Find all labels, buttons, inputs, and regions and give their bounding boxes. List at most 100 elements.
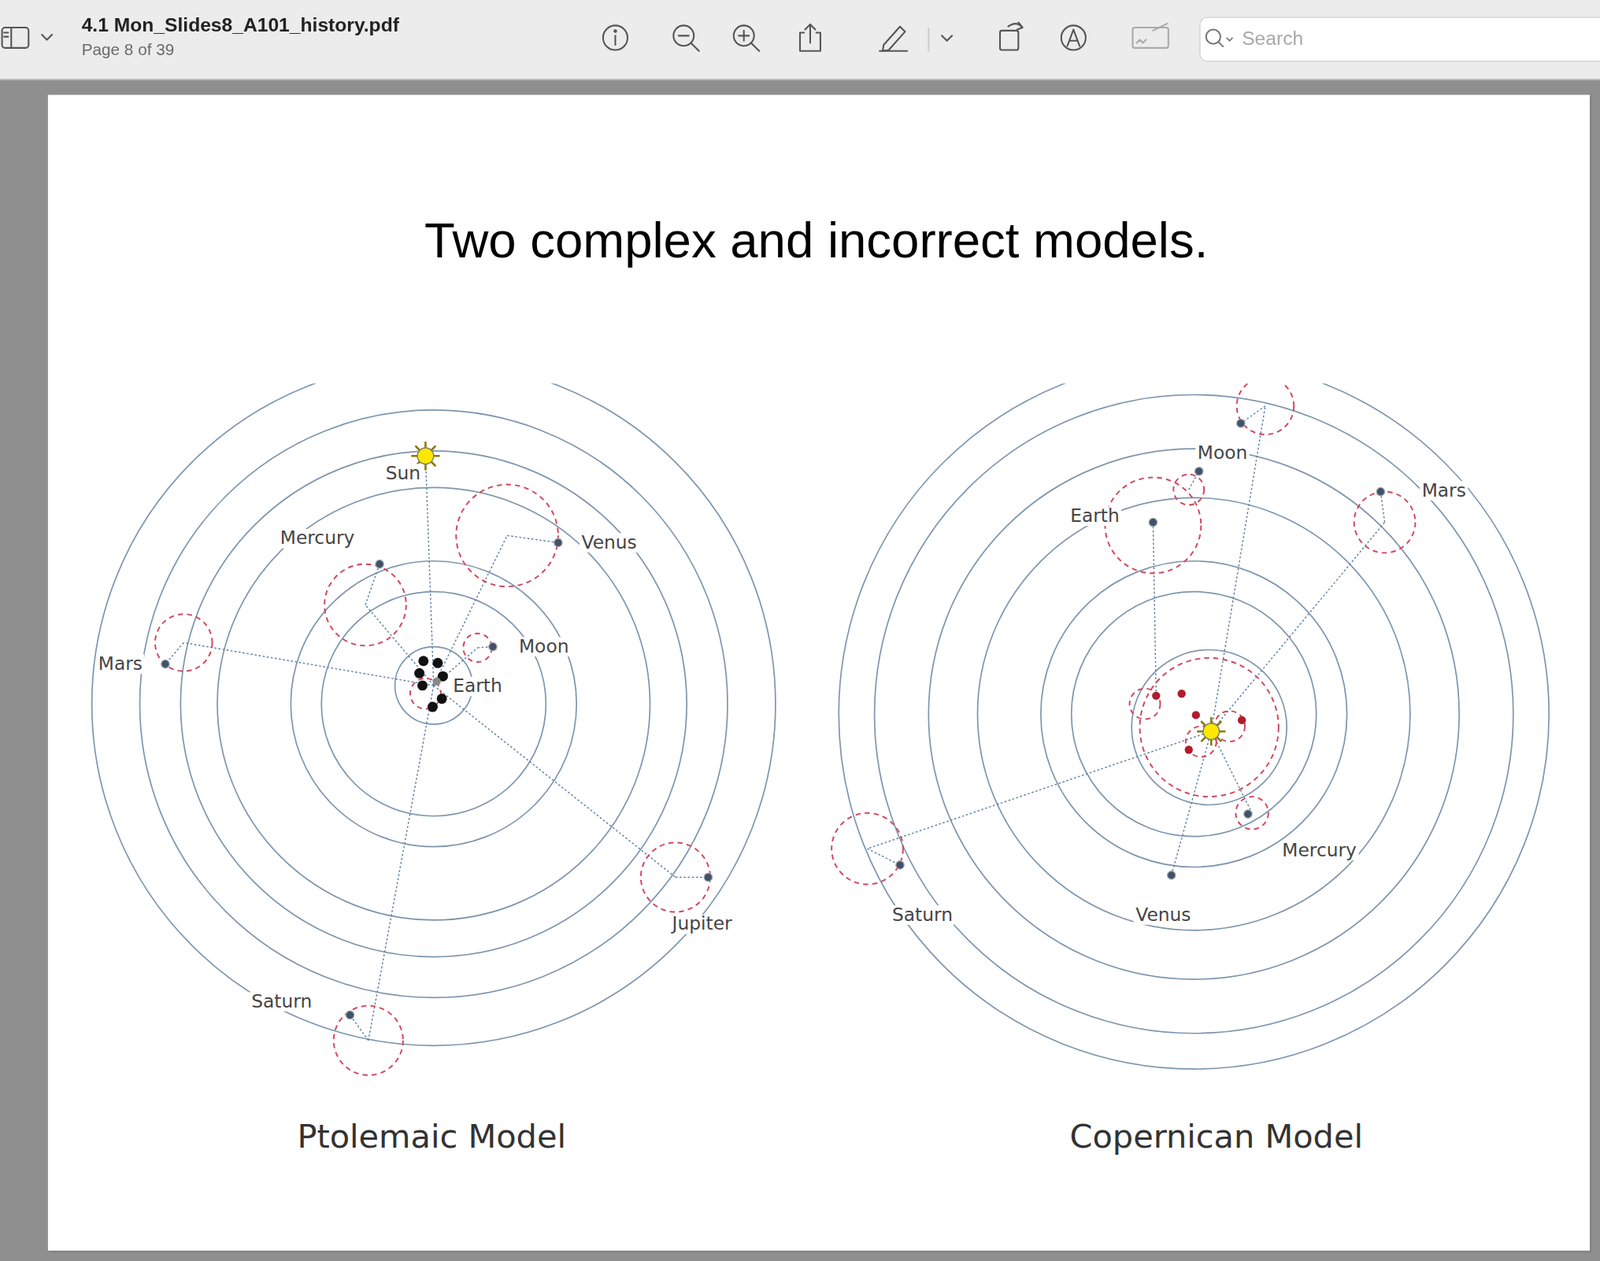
sun-symbol xyxy=(417,448,434,465)
toolbar-icon xyxy=(882,26,906,52)
epicycle xyxy=(1129,688,1161,720)
toolbar-icon xyxy=(1000,30,1019,51)
planet-dot xyxy=(1195,467,1204,476)
planet-label: Moon xyxy=(1195,443,1250,463)
planet-dot xyxy=(1148,518,1157,526)
center-dot xyxy=(1237,716,1246,725)
toolbar-icon xyxy=(690,42,699,51)
toolbar-icon xyxy=(2,27,30,49)
planet-dot xyxy=(896,419,1386,880)
planet-dot xyxy=(161,659,170,668)
toolbar xyxy=(0,78,1600,81)
epicycle xyxy=(1214,711,1245,742)
planet-label: Sun xyxy=(383,463,423,483)
epicycle xyxy=(462,633,492,663)
deferent-line xyxy=(507,535,559,543)
orbit-ring xyxy=(928,448,1460,980)
deferent-line xyxy=(1211,731,1252,814)
toolbar-icon xyxy=(1067,29,1081,47)
epicycle xyxy=(324,564,407,647)
planet-label: Saturn xyxy=(249,992,315,1012)
earth-cluster xyxy=(432,658,443,669)
search-box xyxy=(1200,17,1600,62)
deferent-line xyxy=(425,455,434,686)
earth-cluster xyxy=(432,677,441,686)
earth-cluster xyxy=(414,668,425,679)
sun-symbol xyxy=(1203,723,1220,741)
toolbar-icon xyxy=(879,50,908,52)
slide-title: Two complex and incorrect models. xyxy=(424,214,1208,268)
planet-dot xyxy=(896,861,904,870)
toolbar-icon xyxy=(1061,25,1086,50)
planet-dot xyxy=(1237,419,1245,428)
earth-cluster xyxy=(437,693,448,704)
planet-dot xyxy=(1376,487,1385,496)
sun-symbol xyxy=(1200,721,1222,742)
planet-dot xyxy=(161,538,713,1019)
epicycle xyxy=(1140,658,1279,797)
toolbar-icon xyxy=(614,35,616,45)
toolbar-icon xyxy=(743,30,745,41)
document-title: 4.1 Mon_Slides8_A101_history.pdf xyxy=(81,14,400,36)
epicycle xyxy=(1354,492,1416,554)
planet-label: Mercury xyxy=(277,529,357,549)
planet-label: Earth xyxy=(1068,506,1123,526)
orbit-ring xyxy=(838,383,1549,1070)
center-dot xyxy=(1151,689,1246,755)
orbit-ring xyxy=(92,383,776,1046)
toolbar-icon xyxy=(1137,40,1147,44)
epicycle xyxy=(831,813,904,886)
toolbar-icon xyxy=(3,31,8,34)
planet-label: Moon xyxy=(516,637,571,656)
earth-cluster xyxy=(417,680,428,691)
planet-label: Venus xyxy=(1133,905,1193,925)
orbit-ring xyxy=(1040,561,1348,868)
planet-dot xyxy=(1244,810,1252,819)
model-caption: Copernican Model xyxy=(1069,1120,1363,1156)
toolbar-icon xyxy=(1132,27,1168,49)
orbit-ring xyxy=(321,592,546,817)
toolbar-icon xyxy=(1017,22,1023,30)
planet-dot xyxy=(345,1011,354,1019)
deferent-line xyxy=(183,642,434,686)
earth-cluster xyxy=(418,655,429,667)
deferent-line xyxy=(433,685,676,878)
epicycle xyxy=(1235,796,1268,830)
center-dot xyxy=(1151,692,1160,700)
orbit-ring xyxy=(838,383,1549,1070)
deferent-line xyxy=(365,604,434,686)
orbit-ring xyxy=(290,561,577,848)
search-box xyxy=(1226,37,1234,41)
toolbar-icon xyxy=(678,34,689,37)
deferent-line xyxy=(867,848,900,866)
toolbar-icon xyxy=(927,28,930,52)
planet-dot xyxy=(375,559,384,568)
deferent-line xyxy=(368,685,434,1041)
earth-cluster xyxy=(414,655,449,712)
deferent-line xyxy=(165,455,708,1041)
toolbar-icon xyxy=(941,35,952,41)
epicycle xyxy=(455,485,559,588)
model-caption: Ptolemaic Model xyxy=(296,1120,566,1156)
deferent-line xyxy=(365,564,380,606)
orbit-ring xyxy=(874,395,1514,1034)
search-box xyxy=(1218,41,1223,47)
deferent-line xyxy=(1152,522,1156,697)
epicycle xyxy=(155,485,711,1076)
deferent-line xyxy=(1211,522,1385,733)
sun-symbol xyxy=(1200,721,1222,742)
illustration xyxy=(92,383,1550,1076)
planet-label: Jupiter xyxy=(670,914,734,934)
orbit-ring xyxy=(92,383,776,1046)
epicycle xyxy=(831,383,1415,885)
epicycle xyxy=(155,614,213,672)
toolbar-icon xyxy=(1152,23,1167,31)
epicycle xyxy=(640,842,711,912)
orbit-ring xyxy=(1131,650,1287,806)
toolbar-icon xyxy=(603,25,628,50)
planet-label: Venus xyxy=(579,533,639,552)
planet-label: Mercury xyxy=(1280,841,1360,861)
page-indicator: Page 8 of 39 xyxy=(81,41,175,60)
toolbar-icon xyxy=(804,24,815,30)
